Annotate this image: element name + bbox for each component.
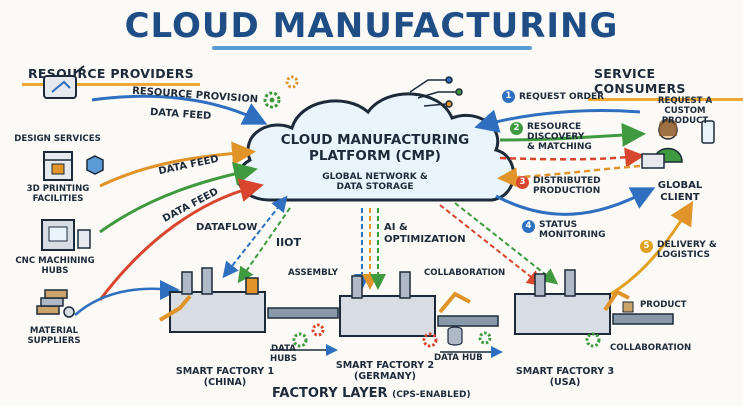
- step-1-number: 1: [502, 90, 515, 103]
- link-cloud-factory3-b: [454, 202, 559, 285]
- annotation-data-hubs: DATA HUBS: [270, 344, 297, 364]
- arrow-delivery: [599, 200, 694, 302]
- step-3-line1: DISTRIBUTED: [533, 176, 601, 186]
- factory-1-name-line2: (CHINA): [203, 377, 247, 388]
- provider-label-cnc: CNC MACHINING HUBS: [15, 256, 95, 276]
- smartphone-icon: [701, 120, 715, 144]
- platform-sub-line1: GLOBAL NETWORK &: [322, 172, 428, 182]
- arrow-resource-provision: [91, 94, 268, 125]
- material-stack-icon: [36, 289, 75, 318]
- gear-icon: [311, 323, 325, 337]
- factory-2-name: SMART FACTORY 2 (GERMANY): [320, 360, 450, 382]
- request-custom-product-label: REQUEST A CUSTOM PRODUCT: [657, 96, 713, 126]
- step-5: 5 DELIVERY & LOGISTICS: [640, 240, 717, 260]
- factory-layer-sub: (CPS-ENABLED): [392, 390, 471, 400]
- smart-factory-1-illustration: [158, 267, 339, 333]
- service-consumers-heading: SERVICE CONSUMERS: [588, 64, 743, 101]
- link-cloud-factory1-b: [237, 207, 291, 284]
- factory-2-name-line2: (GERMANY): [354, 371, 416, 382]
- step-2-line3: & MATCHING: [527, 142, 592, 152]
- step-3-line2: PRODUCTION: [533, 186, 601, 196]
- arrow-data-feed-3: [98, 178, 264, 301]
- provider-label-design: DESIGN SERVICES: [14, 134, 101, 144]
- factory-2-name-line1: SMART FACTORY 2: [335, 360, 435, 371]
- label-ai-line2: OPTIMIZATION: [384, 234, 466, 245]
- annotation-collaboration-1: COLLABORATION: [424, 268, 506, 278]
- gear-icon: [585, 332, 601, 348]
- design-tablet-icon: [43, 65, 85, 99]
- annotation-assembly: ASSEMBLY: [288, 268, 338, 278]
- annotation-data-hub: DATA HUB: [434, 353, 483, 363]
- arrow-data-feed-2: [99, 162, 258, 234]
- platform-sub: GLOBAL NETWORK & DATA STORAGE: [300, 172, 450, 192]
- arrow-resource-matching: [499, 122, 646, 147]
- arrow-distributed-production-a: [499, 147, 645, 168]
- gear-icon: [292, 332, 308, 348]
- step-5-line2: LOGISTICS: [657, 250, 711, 260]
- title-underline: [212, 46, 532, 50]
- platform-name-line2: PLATFORM (CMP): [309, 148, 441, 164]
- provider-label-3d-printing: 3D PRINTING FACILITIES: [26, 184, 90, 204]
- factory-layer-label: FACTORY LAYER (CPS-ENABLED): [272, 386, 471, 401]
- step-5-number: 5: [640, 240, 653, 253]
- platform-name-line1: CLOUD MANUFACTURING: [280, 132, 470, 148]
- circuit-lines-icon: [409, 76, 463, 108]
- step-2-line1: RESOURCE: [527, 122, 582, 132]
- step-4-line1: STATUS: [539, 220, 578, 230]
- annotation-product: PRODUCT: [640, 300, 687, 310]
- smart-factory-2-illustration: [339, 271, 499, 337]
- gear-icon: [263, 91, 281, 109]
- arrow-request-order: [474, 109, 641, 133]
- smart-factory-3-illustration: [514, 269, 674, 335]
- step-2-number: 2: [510, 122, 523, 135]
- step-4-number: 4: [522, 220, 535, 233]
- step-1: 1 REQUEST ORDER: [502, 90, 604, 103]
- arrow-status-monitoring: [495, 187, 656, 216]
- data-hub-icon: [447, 326, 463, 346]
- platform-sub-line2: DATA STORAGE: [336, 182, 414, 192]
- 3d-printer-icon: [43, 151, 73, 181]
- gear-icon: [285, 75, 299, 89]
- label-iiot: IIoT: [276, 236, 302, 249]
- provider-label-material: MATERIAL SUPPLIERS: [27, 326, 81, 346]
- factory-3-name: SMART FACTORY 3 (USA): [500, 366, 630, 388]
- gear-icon: [478, 331, 492, 345]
- step-4-line2: MONITORING: [539, 230, 606, 240]
- cube-icon: [86, 155, 104, 175]
- step-2: 2 RESOURCE DISCOVERY & MATCHING: [510, 122, 592, 152]
- link-cloud-factory3-a: [439, 204, 544, 287]
- gear-icon: [422, 332, 438, 348]
- label-ai-optimization: AI & OPTIMIZATION: [384, 222, 466, 246]
- page-title: CLOUD MANUFACTURING: [124, 6, 619, 46]
- global-client-person-icon: [641, 118, 683, 169]
- step-3: 3 DISTRIBUTED PRODUCTION: [516, 176, 601, 196]
- step-4: 4 STATUS MONITORING: [522, 220, 605, 240]
- annotation-data-hubs-line1: DATA: [270, 344, 296, 354]
- step-1-text: REQUEST ORDER: [519, 92, 605, 102]
- factory-layer-title: FACTORY LAYER: [272, 386, 388, 401]
- annotation-data-hubs-line2: HUBS: [270, 354, 297, 364]
- cnc-machine-icon: [41, 219, 91, 251]
- platform-name: CLOUD MANUFACTURING PLATFORM (CMP): [270, 132, 480, 164]
- factory-1-name: SMART FACTORY 1 (CHINA): [160, 366, 290, 388]
- factory-3-name-line2: (USA): [549, 377, 581, 388]
- step-5-line1: DELIVERY &: [657, 240, 717, 250]
- label-ai-line1: AI &: [384, 222, 408, 233]
- factory-1-name-line1: SMART FACTORY 1: [175, 366, 275, 377]
- link-cloud-factory1-a: [222, 195, 288, 279]
- label-dataflow: DATAFLOW: [196, 222, 258, 233]
- factory-3-name-line1: SMART FACTORY 3: [515, 366, 615, 377]
- global-client-label: GLOBAL CLIENT: [657, 180, 703, 203]
- step-3-number: 3: [516, 176, 529, 189]
- arrow-data-feed-1: [99, 141, 256, 188]
- step-2-line2: DISCOVERY: [527, 132, 585, 142]
- annotation-collaboration-2: COLLABORATION: [610, 343, 692, 353]
- arrow-supplier-to-factory: [74, 279, 180, 316]
